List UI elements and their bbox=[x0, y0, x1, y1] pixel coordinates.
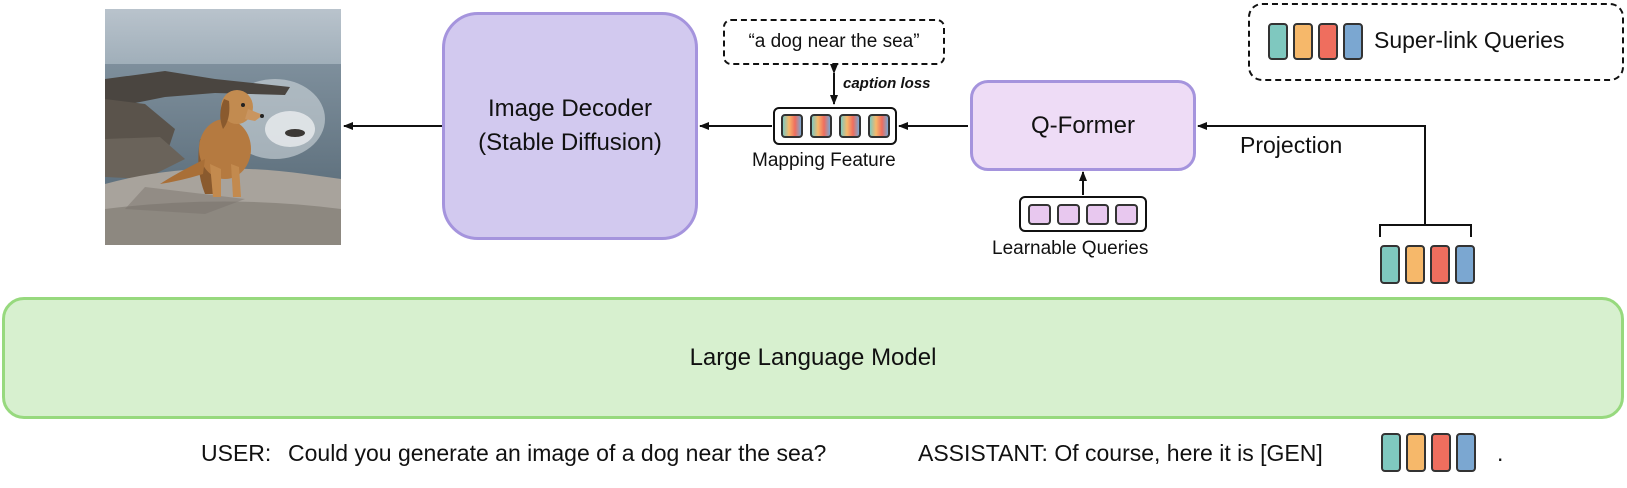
super-link-query-token bbox=[1455, 245, 1475, 284]
mapping-feature-token bbox=[839, 114, 861, 138]
legend-label: Super-link Queries bbox=[1374, 27, 1565, 53]
learnable-queries-label: Learnable Queries bbox=[992, 238, 1149, 259]
learnable-query-token bbox=[1115, 204, 1138, 225]
gen-token bbox=[1431, 433, 1451, 472]
llm-label: Large Language Model bbox=[689, 344, 937, 371]
projection-label: Projection bbox=[1240, 132, 1343, 158]
arrow-projection bbox=[1197, 122, 1426, 225]
dog-figure bbox=[160, 90, 264, 197]
mapping-feature-token bbox=[810, 114, 832, 138]
learnable-queries-group bbox=[1019, 196, 1147, 232]
user-utterance: Could you generate an image of a dog nea… bbox=[288, 440, 827, 466]
mapping-feature-token bbox=[781, 114, 803, 138]
image-decoder-subtitle: (Stable Diffusion) bbox=[478, 129, 662, 156]
dialogue-end-period: . bbox=[1497, 440, 1504, 466]
super-link-query-token bbox=[1430, 245, 1450, 284]
projection-bracket bbox=[1379, 224, 1472, 237]
legend-token bbox=[1293, 23, 1313, 60]
gen-token bbox=[1406, 433, 1426, 472]
q-former-label: Q-Former bbox=[1031, 111, 1135, 139]
caption-text: “a dog near the sea” bbox=[748, 31, 920, 52]
gen-token bbox=[1456, 433, 1476, 472]
learnable-query-token bbox=[1057, 204, 1080, 225]
super-link-queries-output bbox=[1380, 245, 1476, 285]
caption-loss-label: caption loss bbox=[843, 75, 931, 92]
gen-token bbox=[1381, 433, 1401, 472]
mapping-feature-token bbox=[868, 114, 890, 138]
dog-sea-illustration bbox=[105, 9, 341, 245]
image-decoder-title: Image Decoder bbox=[487, 95, 653, 122]
generated-dog-image bbox=[105, 9, 341, 245]
learnable-query-token bbox=[1028, 204, 1051, 225]
mapping-feature-label: Mapping Feature bbox=[752, 150, 896, 171]
legend-box: Super-link Queries bbox=[1248, 3, 1624, 81]
legend-token bbox=[1318, 23, 1338, 60]
super-link-query-token bbox=[1405, 245, 1425, 284]
user-prefix: USER: bbox=[201, 440, 272, 466]
gen-super-link-tokens bbox=[1381, 433, 1477, 473]
large-language-model-block: Large Language Model bbox=[2, 297, 1624, 419]
legend-token bbox=[1268, 23, 1288, 60]
super-link-query-token bbox=[1380, 245, 1400, 284]
image-decoder-block: Image Decoder (Stable Diffusion) bbox=[442, 12, 698, 240]
learnable-query-token bbox=[1086, 204, 1109, 225]
legend-token bbox=[1343, 23, 1363, 60]
q-former-block: Q-Former bbox=[970, 80, 1196, 171]
mapping-feature-token-group bbox=[773, 107, 897, 145]
assistant-utterance: ASSISTANT: Of course, here it is [GEN] bbox=[918, 440, 1323, 466]
